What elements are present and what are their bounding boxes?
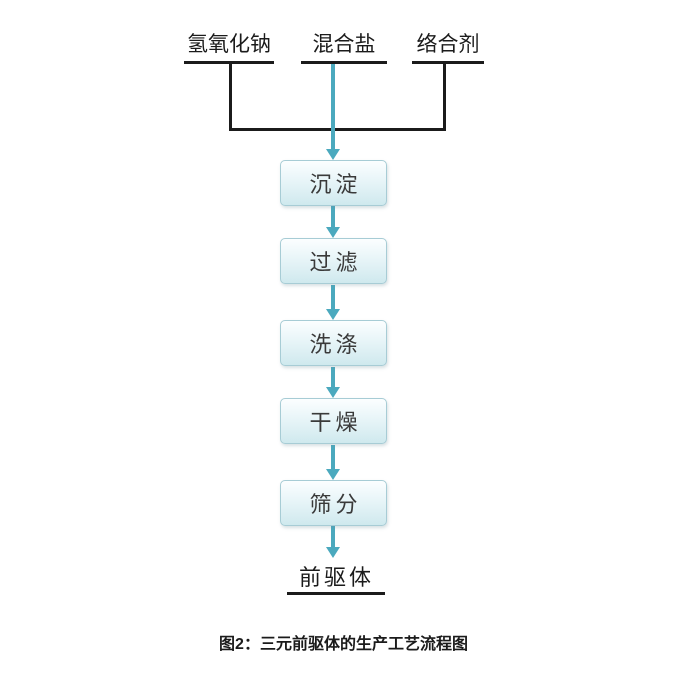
arrow-shaft	[331, 64, 335, 149]
flow-arrow-drying-to-sieving	[326, 445, 340, 480]
step-box-precipitation: 沉淀	[280, 160, 387, 206]
arrow-head-icon	[326, 227, 340, 238]
arrow-head-icon	[326, 469, 340, 480]
connector-horizontal-line	[229, 128, 446, 131]
arrow-shaft	[331, 526, 335, 547]
input-label-sodium-hydroxide: 氢氧化钠	[184, 28, 274, 64]
input-label-mixed-salt: 混合盐	[301, 28, 387, 64]
step-box-filtration: 过滤	[280, 238, 387, 284]
connector-right-vertical-line	[443, 64, 446, 131]
flow-arrow-washing-to-drying	[326, 367, 340, 398]
arrow-shaft	[331, 367, 335, 387]
flow-arrow-precipitation-to-filtration	[326, 206, 340, 238]
arrow-head-icon	[326, 149, 340, 160]
arrow-shaft	[331, 206, 335, 227]
flow-arrow-filtration-to-washing	[326, 285, 340, 320]
arrow-head-icon	[326, 387, 340, 398]
arrow-head-icon	[326, 547, 340, 558]
figure-caption: 图2：三元前驱体的生产工艺流程图	[219, 636, 468, 653]
flow-arrow-inputs-to-precipitation	[326, 64, 340, 160]
arrow-shaft	[331, 445, 335, 469]
arrow-head-icon	[326, 309, 340, 320]
arrow-shaft	[331, 285, 335, 309]
step-box-sieving: 筛分	[280, 480, 387, 526]
connector-left-vertical-line	[229, 64, 232, 131]
output-underline	[287, 592, 385, 595]
flow-arrow-sieving-to-output	[326, 526, 340, 558]
step-box-washing: 洗涤	[280, 320, 387, 366]
input-label-complexing-agent: 络合剂	[412, 28, 484, 64]
output-label-precursor: 前驱体	[298, 565, 374, 590]
step-box-drying: 干燥	[280, 398, 387, 444]
